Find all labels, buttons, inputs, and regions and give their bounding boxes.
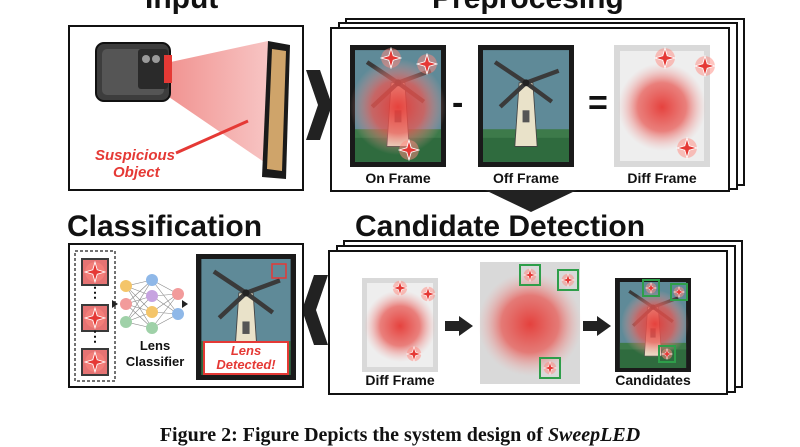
- candidate-box: [557, 269, 579, 291]
- phone-icon: [95, 42, 172, 102]
- sparkle-icon: [420, 286, 436, 302]
- candidate-detection-title: Candidate Detection: [355, 210, 646, 243]
- sparkle-icon: [84, 261, 106, 283]
- result-label-line1: Lens: [230, 343, 262, 358]
- arrow-left-icon: [302, 275, 328, 345]
- candidate-box: [642, 279, 660, 297]
- sparkle-icon: [654, 47, 676, 69]
- sparkle-icon: [645, 282, 657, 294]
- sparkle-icon: [416, 53, 438, 75]
- detection-zoomed-diff-image: [478, 262, 582, 384]
- arrow-down-icon: [485, 190, 577, 212]
- sparkle-icon: [694, 55, 716, 77]
- sparkle-icon: [84, 351, 106, 373]
- candidate-box: [670, 283, 688, 301]
- candidate-crops: [74, 250, 116, 382]
- on-frame-image: [350, 45, 446, 167]
- sparkle-icon: [392, 280, 408, 296]
- suspicious-object: [262, 41, 290, 179]
- diff-frame-label: Diff Frame: [627, 170, 697, 186]
- sparkle-icon: [673, 286, 685, 298]
- detection-box: [271, 263, 287, 279]
- arrow-right-icon: [306, 70, 332, 140]
- sparkle-icon: [676, 137, 698, 159]
- detection-diff-frame-label: Diff Frame: [365, 372, 435, 388]
- candidates-image: [615, 278, 691, 372]
- classifier-label-line1: Lens: [139, 338, 171, 353]
- equals-operator: =: [588, 84, 608, 122]
- neural-network-icon: [112, 274, 188, 334]
- arrow-right-icon: [583, 316, 611, 336]
- candidate-box: [539, 357, 561, 379]
- caption-system-name: SweepLED: [547, 424, 641, 446]
- sparkle-icon: [398, 139, 420, 161]
- candidates-label: Candidates: [615, 372, 691, 388]
- caption-prefix: Figure 2: Figure Depicts the system desi…: [159, 424, 548, 446]
- sparkle-icon: [380, 47, 402, 69]
- figure-caption: Figure 2: Figure Depicts the system desi…: [0, 424, 800, 447]
- candidate-box: [658, 345, 676, 363]
- dots-1: ⋮: [88, 284, 102, 300]
- sparkle-icon: [661, 348, 673, 360]
- sparkle-icon: [561, 273, 575, 287]
- suspicious-label-line2: Object: [113, 164, 160, 181]
- result-label-line2: Detected!: [216, 357, 276, 372]
- dots-2: ⋮: [88, 328, 102, 344]
- sparkle-icon: [406, 346, 422, 362]
- on-frame-label: On Frame: [365, 170, 431, 186]
- classifier-label-line2: Classifier: [125, 354, 185, 369]
- minus-operator: -: [452, 84, 464, 122]
- arrow-right-icon: [445, 316, 473, 336]
- diff-frame-image: [614, 45, 716, 167]
- preprocessing-title: Preprocesing: [432, 0, 624, 14]
- off-frame-label: Off Frame: [492, 170, 560, 186]
- input-title: Input: [145, 0, 218, 14]
- lens-detected-image: [196, 254, 296, 380]
- off-frame-image: [478, 45, 574, 167]
- detection-diff-frame-image: [362, 278, 438, 372]
- sparkle-icon: [84, 307, 106, 329]
- suspicious-label-line1: Suspicious: [95, 147, 176, 164]
- sparkle-icon: [523, 268, 537, 282]
- candidate-box: [519, 264, 541, 286]
- classification-title: Classification: [67, 210, 263, 243]
- input-illustration: [95, 41, 290, 179]
- sparkle-icon: [543, 361, 557, 375]
